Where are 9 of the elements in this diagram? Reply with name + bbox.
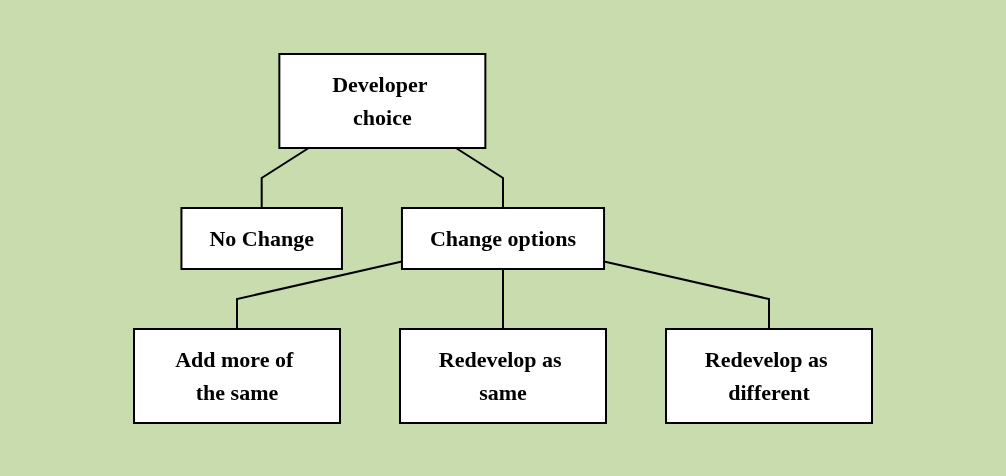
node-box: No Change: [180, 206, 343, 270]
node-box: Redevelop as different: [665, 327, 873, 424]
connector: [260, 146, 310, 209]
node-box: Redevelop as same: [399, 327, 607, 424]
node-box: Change options: [400, 206, 606, 270]
connector: [455, 146, 504, 209]
connector: [502, 267, 504, 330]
node-box: Add more of the same: [133, 327, 341, 424]
node-box: Developer choice: [278, 52, 487, 149]
